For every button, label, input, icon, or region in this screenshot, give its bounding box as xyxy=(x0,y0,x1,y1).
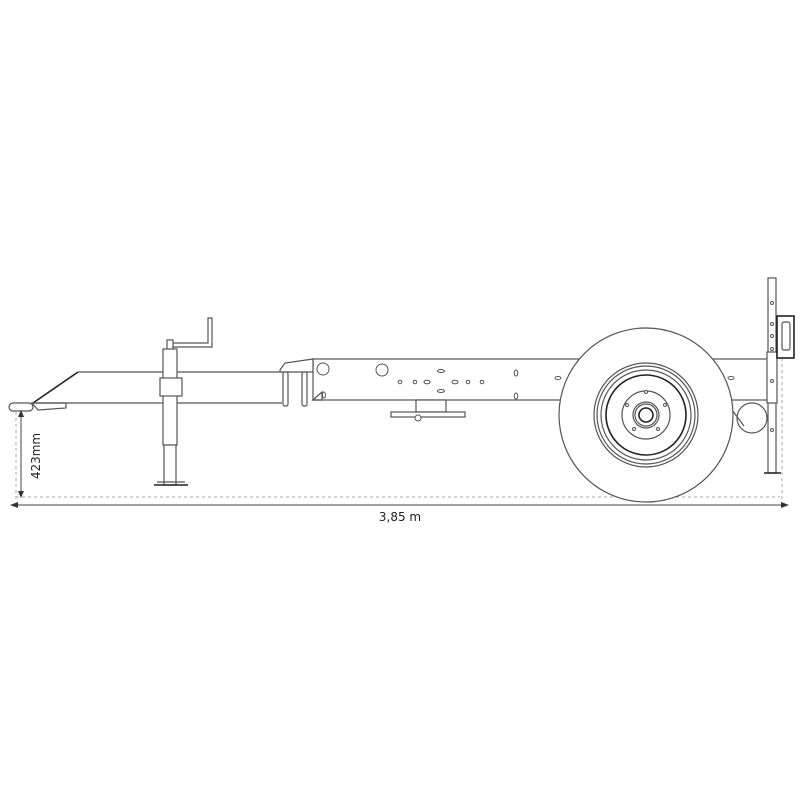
rear-roller xyxy=(731,402,768,434)
height-label: 423mm xyxy=(29,433,43,479)
jockey-wheel-stand xyxy=(154,317,213,486)
length-dimension: 3,85 m xyxy=(10,502,789,524)
rear-stand xyxy=(764,277,781,474)
hitch-coupler xyxy=(8,402,34,412)
light-bracket xyxy=(776,315,795,359)
drawbar xyxy=(30,371,282,411)
wheel xyxy=(558,327,734,503)
height-dimension: 423mm xyxy=(18,410,43,498)
length-label: 3,85 m xyxy=(379,510,421,524)
